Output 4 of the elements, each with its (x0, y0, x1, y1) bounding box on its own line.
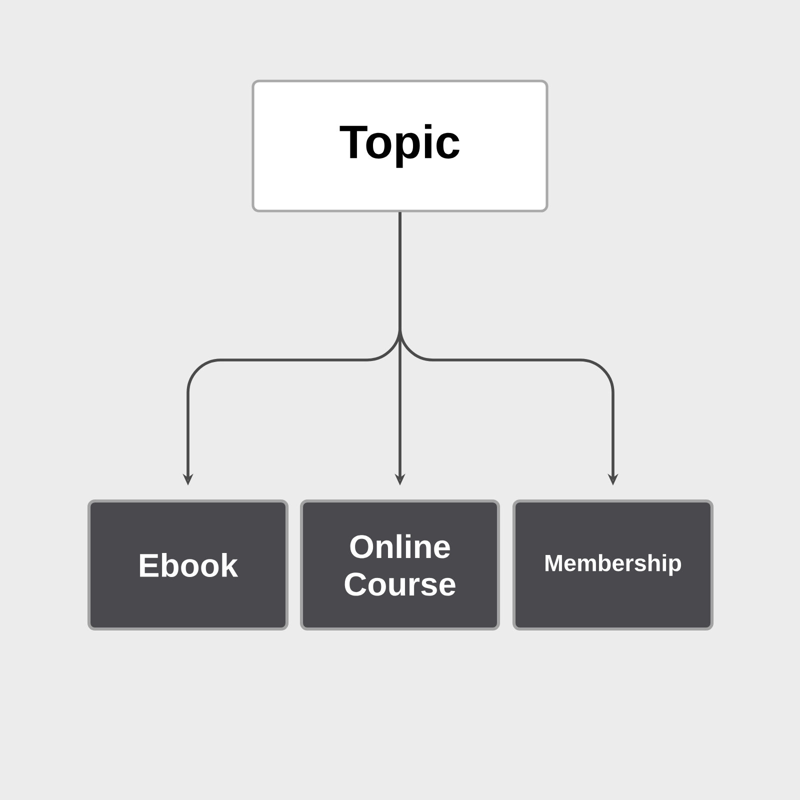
category-box: Ebook (87, 499, 289, 631)
category-box: Membership (512, 499, 714, 631)
topic-box: Topic (252, 80, 548, 212)
category-box: Online Course (300, 499, 500, 631)
